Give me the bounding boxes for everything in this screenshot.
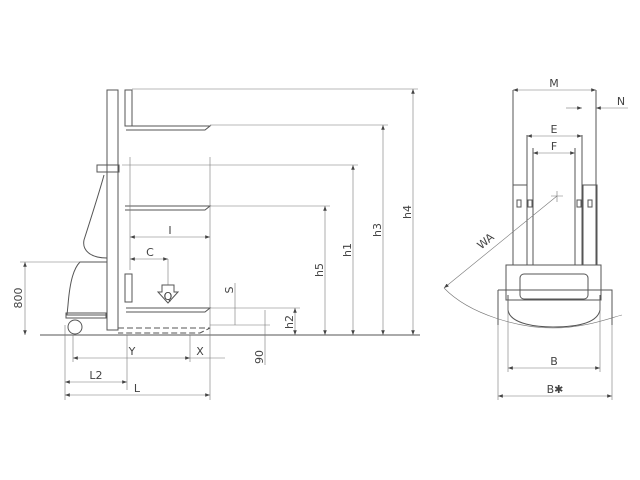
- label-l2: L2: [89, 369, 102, 382]
- load-arrow-icon: [156, 284, 180, 304]
- drive-unit: [66, 261, 107, 316]
- label-h1: h1: [341, 243, 354, 257]
- label-c: C: [146, 246, 154, 259]
- mast: [106, 89, 119, 331]
- front-view: M N E F WA B B✱: [443, 77, 628, 400]
- mast-crossbar: [96, 164, 120, 173]
- chassis: [505, 264, 602, 301]
- load-label: Q: [164, 290, 173, 303]
- label-800: 800: [12, 288, 25, 309]
- label-h3: h3: [371, 223, 384, 237]
- label-h4: h4: [401, 205, 414, 219]
- label-b: B: [550, 355, 558, 368]
- chassis-plate: [65, 312, 107, 319]
- label-m: M: [549, 77, 559, 90]
- extension-lines: [20, 88, 418, 400]
- fork-mid: [125, 205, 212, 211]
- height-dimensions: [23, 89, 415, 365]
- label-n: N: [617, 95, 625, 108]
- label-y: Y: [128, 345, 136, 358]
- label-b-star: B✱: [547, 383, 564, 396]
- label-l: L: [134, 382, 141, 395]
- drive-wheel: [67, 319, 83, 335]
- width-dimensions: [497, 88, 628, 400]
- outer-frame: [497, 289, 613, 325]
- fork-right: [582, 184, 598, 266]
- label-wa: WA: [475, 230, 497, 252]
- label-s: S: [223, 286, 236, 293]
- battery-cover: [519, 273, 589, 300]
- fork-top: [124, 89, 212, 131]
- length-dimensions: [65, 235, 225, 397]
- label-h5: h5: [313, 263, 326, 277]
- label-90: 90: [253, 350, 266, 364]
- side-view: Q h4 h3 h1 h5 h2 S 90 800 Y X L2 L I C: [12, 88, 420, 400]
- center-cross-icon: [551, 191, 563, 202]
- fork-left: [512, 184, 528, 266]
- tiller-handle: [83, 174, 108, 259]
- label-i: I: [168, 224, 171, 237]
- fork-bottom: [118, 273, 212, 334]
- label-h2: h2: [283, 315, 296, 329]
- turning-arc: [443, 287, 623, 329]
- turning-radius-line: [443, 195, 558, 289]
- label-x: X: [196, 345, 204, 358]
- label-e: E: [551, 123, 558, 136]
- label-f: F: [551, 140, 557, 153]
- base-contour: [507, 295, 601, 328]
